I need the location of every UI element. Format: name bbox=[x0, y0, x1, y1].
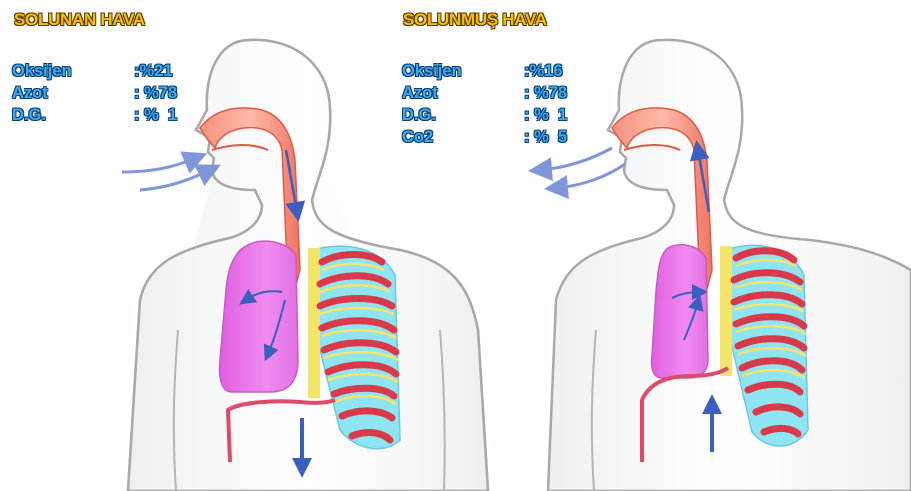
exhaled-row-other-gases: D.G. : % 1 bbox=[402, 104, 602, 126]
gas-value: : % 1 bbox=[134, 104, 177, 126]
exhaled-row-oxygen: Oksijen :%16 bbox=[402, 60, 602, 82]
exhaled-air-title: SOLUNMUŞ HAVA bbox=[403, 10, 547, 30]
exhaled-row-co2: Co2 : % 5 bbox=[402, 126, 602, 148]
air-flow-out-arrows bbox=[540, 148, 625, 188]
inhaled-row-nitrogen: Azot : %78 bbox=[12, 82, 212, 104]
gas-name: D.G. bbox=[12, 104, 46, 126]
gas-value: :%16 bbox=[524, 60, 563, 82]
exhaled-air-composition: Oksijen :%16 Azot : %78 D.G. : % 1 Co2 :… bbox=[402, 60, 602, 148]
exhaled-row-nitrogen: Azot : %78 bbox=[402, 82, 602, 104]
inhaled-row-other-gases: D.G. : % 1 bbox=[12, 104, 212, 126]
gas-name: Oksijen bbox=[12, 60, 72, 82]
left-lung bbox=[220, 241, 299, 392]
gas-value: : % 5 bbox=[524, 126, 567, 148]
gas-value: : %78 bbox=[524, 82, 567, 104]
gas-value: : %78 bbox=[134, 82, 177, 104]
gas-name: D.G. bbox=[402, 104, 436, 126]
inhaled-row-oxygen: Oksijen :%21 bbox=[12, 60, 212, 82]
gas-value: :%21 bbox=[134, 60, 173, 82]
gas-name: Oksijen bbox=[402, 60, 462, 82]
gas-name: Co2 bbox=[402, 126, 433, 148]
gas-name: Azot bbox=[12, 82, 48, 104]
gas-name: Azot bbox=[402, 82, 438, 104]
air-flow-in-arrows bbox=[122, 158, 210, 190]
gas-value: : % 1 bbox=[524, 104, 567, 126]
inhaled-air-composition: Oksijen :%21 Azot : %78 D.G. : % 1 bbox=[12, 60, 212, 126]
inhaled-air-title: SOLUNAN HAVA bbox=[14, 10, 145, 30]
